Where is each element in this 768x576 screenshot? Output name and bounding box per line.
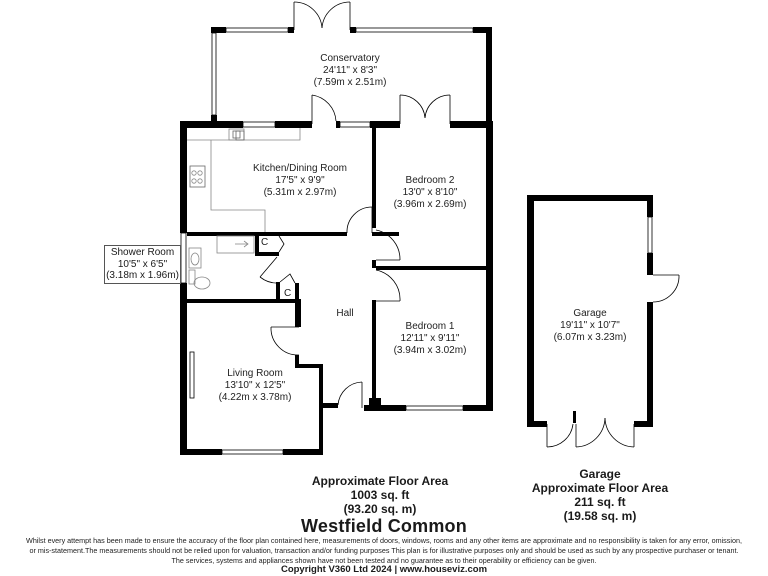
main-house-windows [180,121,464,455]
disclaimer-line: The services, systems and appliances sho… [171,556,597,565]
room-metric: (3.96m x 2.69m) [393,199,467,210]
area-sqft: 1003 sq. ft [350,488,410,502]
room-name: Bedroom 1 [405,321,455,332]
area-sqm: (93.20 sq. m) [343,502,417,516]
room-label-shower-room: Shower Room 10'5" x 6'5" (3.18m x 1.96m) [104,245,181,284]
property-title: Westfield Common [301,516,467,536]
room-imperial: 13'10" x 12'5" [224,380,286,391]
room-imperial: 12'11" x 9'11" [400,333,460,344]
room-metric: (3.18m x 1.96m) [106,270,179,281]
area-heading: Approximate Floor Area [531,481,669,495]
room-label-bedroom-1: Bedroom 1 12'11" x 9'11" (3.94m x 3.02m) [380,321,480,357]
garage-openings [546,216,680,448]
area-heading: Approximate Floor Area [311,474,449,488]
garage-area-title: Garage [579,467,621,481]
room-name: Living Room [227,368,283,379]
room-label-kitchen: Kitchen/Dining Room 17'5" x 9'9" (5.31m … [235,163,365,199]
room-label-bedroom-2: Bedroom 2 13'0" x 8'10" (3.96m x 2.69m) [380,175,480,211]
room-metric: (7.59m x 2.51m) [313,77,387,88]
area-sqm: (19.58 sq. m) [563,509,637,523]
room-name: Garage [573,308,607,319]
room-imperial: 13'0" x 8'10" [402,187,458,198]
room-imperial: 10'5" x 6'5" [117,258,168,270]
room-imperial: 19'11" x 10'7" [560,320,620,331]
room-metric: (6.07m x 3.23m) [553,332,627,343]
room-label-hall: Hall [325,308,365,320]
area-sqft: 211 sq. ft [574,495,626,509]
cupboard-label: C [284,288,292,299]
room-name: Conservatory [320,53,380,64]
room-imperial: 17'5" x 9'9" [275,175,325,186]
room-metric: (4.22m x 3.78m) [218,392,292,403]
copyright: Copyright V360 Ltd 2024 | www.houseviz.c… [280,564,488,575]
room-name: Shower Room [110,247,175,258]
conservatory-windows [211,1,474,116]
fixtures [187,128,301,290]
cupboard-label: C [261,237,269,248]
garage-floor-area: Garage Approximate Floor Area 211 sq. ft… [510,467,690,523]
room-label-living-room: Living Room 13'10" x 12'5" (4.22m x 3.78… [200,368,310,404]
room-imperial: 24'11" x 8'3" [322,65,378,76]
room-label-garage: Garage 19'11" x 10'7" (6.07m x 3.23m) [540,308,640,344]
disclaimer-line: or mis-statement.The measurements should… [29,546,739,555]
room-metric: (5.31m x 2.97m) [263,187,337,198]
disclaimer: Whilst every attempt has been made to en… [0,536,768,566]
doors [259,94,451,408]
conservatory-walls [211,27,492,123]
garage-walls [527,195,653,427]
room-name: Bedroom 2 [405,175,455,186]
room-name: Kitchen/Dining Room [253,163,347,174]
disclaimer-line: Whilst every attempt has been made to en… [26,536,742,545]
main-floor-area: Approximate Floor Area 1003 sq. ft (93.2… [290,474,470,516]
room-name: Hall [336,308,354,319]
room-label-conservatory: Conservatory 24'11" x 8'3" (7.59m x 2.51… [285,53,415,89]
room-metric: (3.94m x 3.02m) [393,345,467,356]
